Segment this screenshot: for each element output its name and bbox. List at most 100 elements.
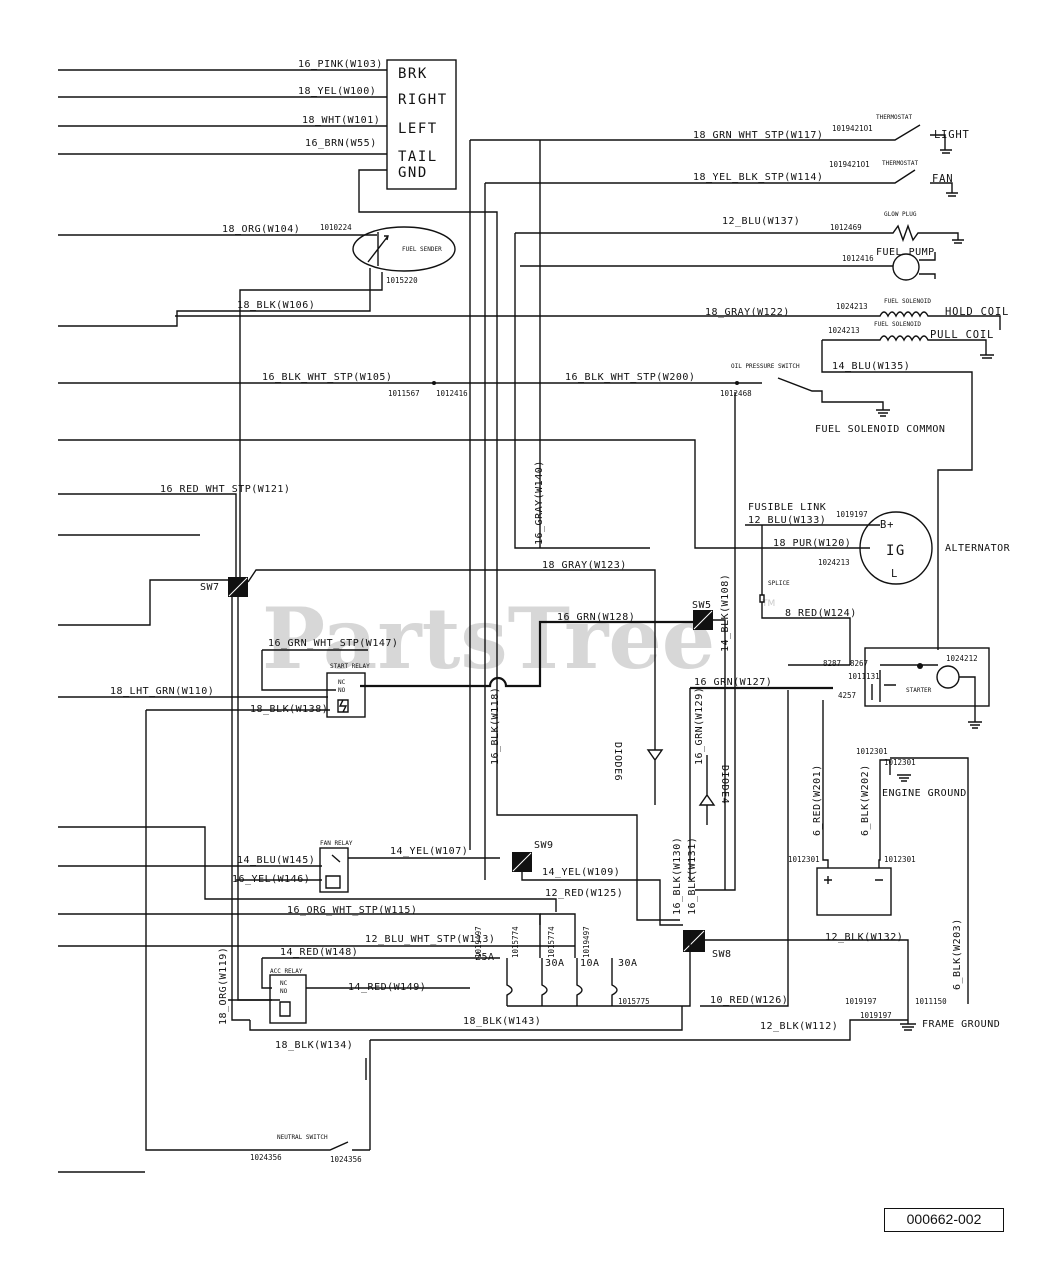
part-1012468: 1012468 <box>720 389 752 398</box>
wire-w117: 18_GRN_WHT_STP(W117) <box>693 130 823 141</box>
fuel-pump-icon <box>892 253 920 281</box>
engine-ground-label: ENGINE GROUND <box>882 788 967 799</box>
part-1019421-a: 1019421O1 <box>832 124 873 133</box>
watermark: PartsTree <box>262 589 715 688</box>
battery <box>816 867 892 916</box>
wire-w109: 14_YEL(W109) <box>542 867 620 878</box>
part-8267: 8267 <box>850 659 868 668</box>
watermark-trademark: TM <box>761 599 775 609</box>
wire-w106: 18_BLK(W106) <box>237 300 315 311</box>
starter-motor-icon <box>936 665 960 689</box>
start-relay-no: NO <box>338 687 346 694</box>
part-8287: 8287 <box>823 659 841 668</box>
part-1012301-d: 1012301 <box>884 758 916 767</box>
wire-w201: 6_RED(W201) <box>812 764 823 836</box>
part-1024213-c: 1024213 <box>818 558 850 567</box>
wire-w135: 14_BLU(W135) <box>832 361 910 372</box>
fan-label: FAN <box>932 173 953 185</box>
terminal-left: LEFT <box>398 121 438 137</box>
part-1010224: 1010224 <box>320 223 352 232</box>
wire-w123: 18_GRAY(W123) <box>542 560 627 571</box>
fuel-sender-icon <box>352 226 456 272</box>
fuel-solenoid-pull-label: FUEL SOLENOID <box>874 321 921 328</box>
wire-w107: 14_YEL(W107) <box>390 846 468 857</box>
splice-label: SPLICE <box>768 580 790 587</box>
fuse-30a-a: 30A <box>545 958 565 969</box>
part-1012416-b: 1012416 <box>842 254 874 263</box>
oil-pressure-switch-label: OIL PRESSURE SWITCH <box>731 363 800 370</box>
fuse-block: 25A 30A 10A 30A 1019497 1015774 1015774 … <box>474 926 691 1007</box>
wire-w55: 16_BRN(W55) <box>305 138 377 149</box>
wire-w133: 12_BLU(W133) <box>748 515 826 526</box>
diode-4-label: DIODE4 <box>719 765 730 804</box>
wire-w101: 18_WHT(W101) <box>302 115 380 126</box>
part-1019197-a: 1019197 <box>836 510 868 519</box>
terminal-brk: BRK <box>398 66 428 82</box>
starter-assembly <box>864 647 990 707</box>
fan-relay <box>319 847 349 893</box>
fusible-link-label: FUSIBLE LINK <box>748 502 826 513</box>
wire-w203: 6_BLK(W203) <box>952 918 963 990</box>
part-1011131: 1011131 <box>848 672 880 681</box>
fuel-sender-label: FUEL SENDER <box>402 246 442 253</box>
part-1011150: 1011150 <box>915 997 947 1006</box>
wire-w104: 18_ORG(W104) <box>222 224 300 235</box>
starter-label: STARTER <box>906 687 932 694</box>
light-label: LIGHT <box>934 129 970 141</box>
sw9-label: SW9 <box>534 840 554 851</box>
pull-coil-label: PULL COIL <box>930 329 994 341</box>
thermostat-light-label: THERMOSTAT <box>876 114 913 121</box>
wire-w112: 12_BLK(W112) <box>760 1021 838 1032</box>
alternator-ig-terminal: IG <box>886 543 906 559</box>
part-1024213-b: 1024213 <box>828 326 860 335</box>
wire-w114: 18_YEL_BLK_STP(W114) <box>693 172 823 183</box>
part-1024213-a: 1024213 <box>836 302 868 311</box>
wire-w149: 14_RED(W149) <box>348 982 426 993</box>
wire-w129: 16_GRN(W129) <box>694 687 705 765</box>
wire-w138: 18_BLK(W138) <box>250 704 328 715</box>
part-1019197-b: 1019197 <box>845 997 877 1006</box>
fan-relay-label: FAN RELAY <box>320 840 353 847</box>
fuel-solenoid-common-label: FUEL SOLENOID COMMON <box>815 424 945 435</box>
start-relay <box>326 672 366 718</box>
wire-w132: 12_BLK(W132) <box>825 932 903 943</box>
part-1012469: 1012469 <box>830 223 862 232</box>
part-1012301-a: 1012301 <box>788 855 820 864</box>
part-1012301-b: 1012301 <box>884 855 916 864</box>
diode-6-label: DIODE6 <box>612 742 623 781</box>
wire-w130: 16_BLK(W130) <box>672 837 683 915</box>
wire-w140: 16_GRAY(W140) <box>534 460 545 545</box>
fuse-30a-b: 30A <box>618 958 638 969</box>
wire-w202: 6_BLK(W202) <box>860 764 871 836</box>
part-1019421-b: 1019421O1 <box>829 160 870 169</box>
part-1012416-a: 1012416 <box>436 389 468 398</box>
acc-relay <box>269 974 307 1024</box>
frame-ground-label: FRAME GROUND <box>922 1019 1000 1030</box>
terminal-gnd: GND <box>398 165 428 181</box>
part-1015774-b: 1015774 <box>547 926 556 958</box>
part-1024212: 1024212 <box>946 654 978 663</box>
alternator-icon <box>859 511 933 585</box>
fuse-10a: 10A <box>580 958 600 969</box>
hold-coil-label: HOLD COIL <box>945 306 1009 318</box>
thermostat-fan-label: THERMOSTAT <box>882 160 919 167</box>
wire-w147: 16_GRN_WHT_STP(W147) <box>268 638 398 649</box>
wire-w125: 12_RED(W125) <box>545 888 623 899</box>
acc-relay-nc: NC <box>280 980 288 987</box>
start-relay-nc: NC <box>338 679 346 686</box>
wire-w113: 12_BLU_WHT_STP(W113) <box>365 934 495 945</box>
wire-w145: 14_BLU(W145) <box>237 855 315 866</box>
part-1024356-b: 1024356 <box>330 1155 362 1164</box>
wire-w120: 18_PUR(W120) <box>773 538 851 549</box>
wire-w118: 16_BLK(W118) <box>490 687 501 765</box>
terminal-right: RIGHT <box>398 92 448 108</box>
reference-code: 000662-002 <box>884 1208 1004 1232</box>
part-1015775: 1015775 <box>618 997 650 1006</box>
part-1024356-a: 1024356 <box>250 1153 282 1162</box>
alternator-b-terminal: B+ <box>880 519 894 531</box>
wire-w100: 18_YEL(W100) <box>298 86 376 97</box>
wire-w121: 16_RED_WHT_STP(W121) <box>160 484 290 495</box>
neutral-switch-label: NEUTRAL SWITCH <box>277 1134 328 1141</box>
part-1011567: 1011567 <box>388 389 420 398</box>
part-1015774-a: 1015774 <box>511 926 520 958</box>
